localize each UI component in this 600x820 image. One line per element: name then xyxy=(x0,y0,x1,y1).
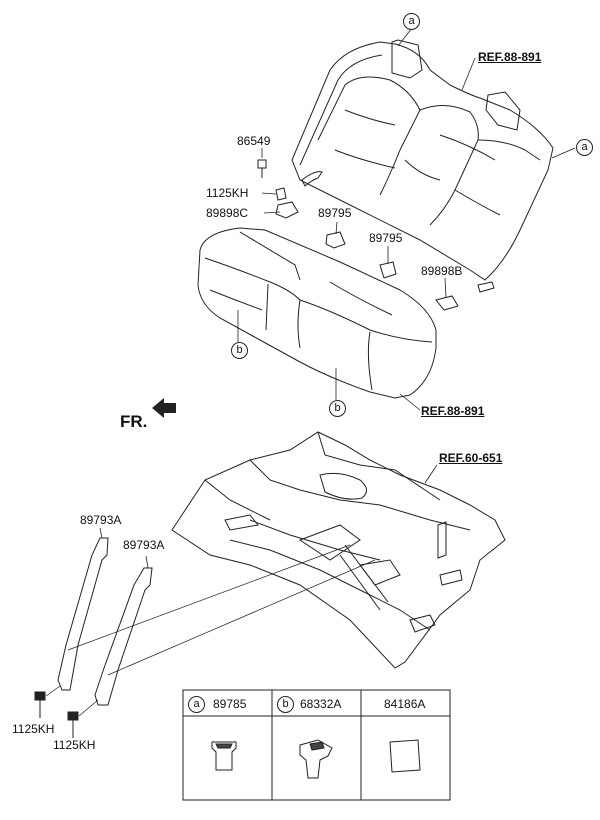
callout-b-cushion-left: b xyxy=(231,342,248,359)
part-label-89898b: 89898B xyxy=(421,264,463,278)
callout-a-seat-back-right: a xyxy=(576,139,593,156)
front-arrow xyxy=(152,398,176,418)
callout-a-seat-back-top: a xyxy=(403,13,420,30)
legend-circle-a: a xyxy=(188,696,205,713)
ref-seat-back: REF.88-891 xyxy=(478,50,542,64)
callout-b-cushion-bottom: b xyxy=(329,400,346,417)
support-straps xyxy=(34,527,376,738)
part-label-89898c: 89898C xyxy=(206,206,249,220)
part-label-1125kh-bottom-right: 1125KH xyxy=(53,738,96,752)
legend-part-89785: 89785 xyxy=(213,697,247,711)
legend-part-84186a: 84186A xyxy=(384,697,426,711)
part-label-89793a-left: 89793A xyxy=(80,513,122,527)
seat-cushion xyxy=(197,227,437,399)
front-direction-label: FR. xyxy=(120,412,148,431)
part-label-89795-b: 89795 xyxy=(369,231,403,245)
part-label-86549: 86549 xyxy=(237,134,271,148)
floor-panel xyxy=(171,431,506,669)
part-label-1125kh-bottom-left: 1125KH xyxy=(12,722,55,736)
part-label-1125kh-top: 1125KH xyxy=(206,186,249,200)
part-label-89793a-right: 89793A xyxy=(123,538,165,552)
ref-seat-cushion: REF.88-891 xyxy=(421,404,485,418)
part-label-89795-a: 89795 xyxy=(318,206,352,220)
ref-floor-panel: REF.60-651 xyxy=(439,451,503,465)
legend-part-68332a: 68332A xyxy=(300,697,342,711)
leader-lines xyxy=(237,27,576,484)
legend-circle-b: b xyxy=(277,696,294,713)
legend-box-frame xyxy=(182,689,451,801)
seat-back xyxy=(291,39,554,281)
